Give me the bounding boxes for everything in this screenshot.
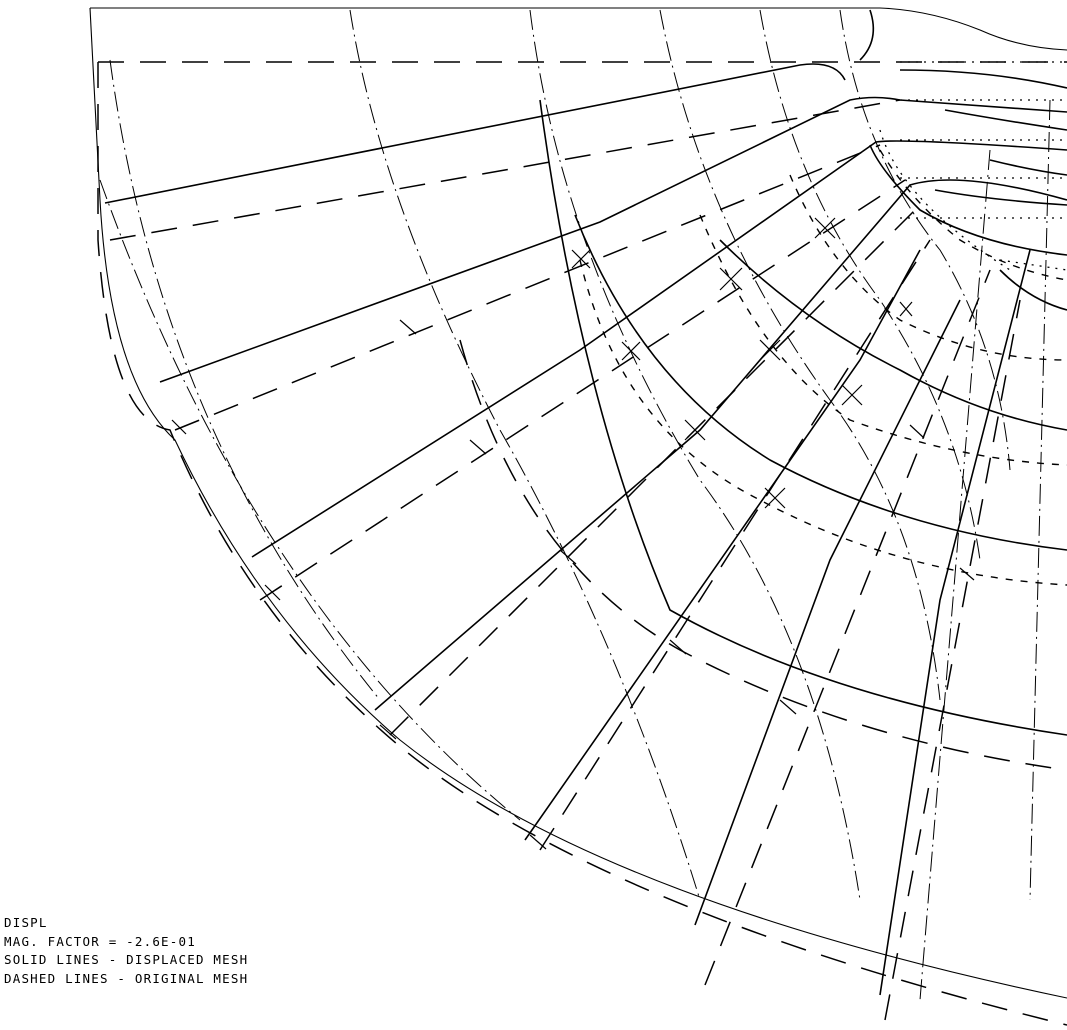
dash-dot-lines: [99, 9, 1051, 1001]
legend-solid-lines: SOLID LINES - DISPLACED MESH: [4, 952, 249, 967]
outer-boundary-original: [97, 62, 1067, 1026]
legend-displ: DISPL: [4, 915, 48, 930]
outer-boundary-displaced: [89, 7, 1067, 999]
legend-mag-factor: MAG. FACTOR = -2.6E-01: [4, 933, 196, 949]
legend-dashed-lines: DASHED LINES - ORIGINAL MESH: [4, 970, 249, 986]
original-radial-lines: [98, 61, 1067, 1021]
node-ticks: [171, 217, 975, 850]
plot-legend: DISPL MAG. FACTOR = -2.6E-01 SOLID LINES…: [4, 914, 248, 988]
displaced-radial-lines: [104, 63, 1067, 996]
dotted-lines: [879, 61, 1067, 271]
displaced-circumferential-lines: [539, 9, 1067, 736]
